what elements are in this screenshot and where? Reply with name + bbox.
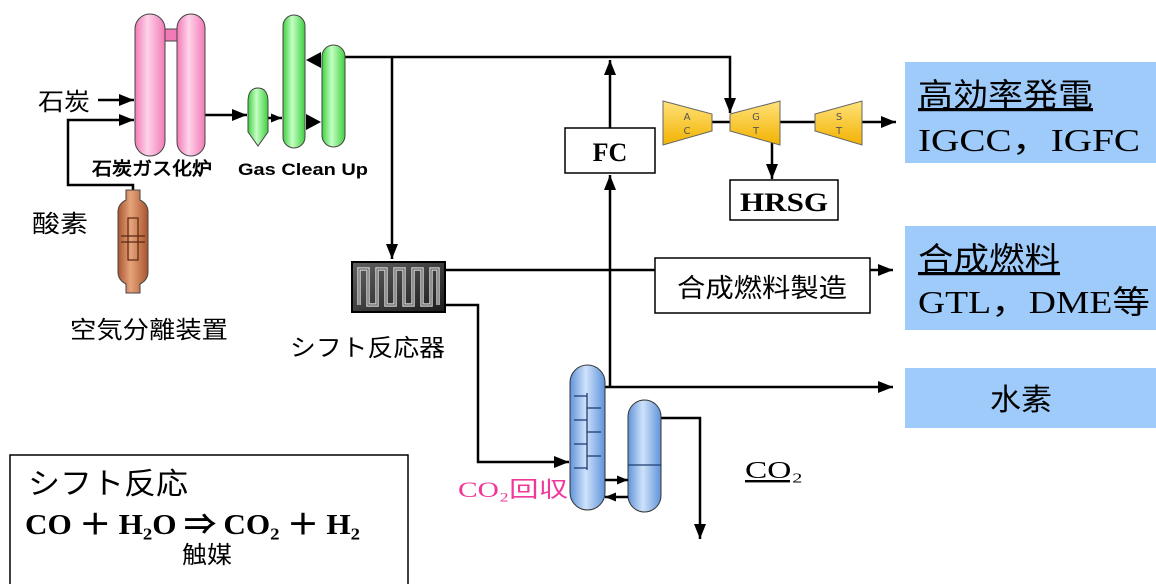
gas-clean-up — [247, 14, 346, 149]
flow-column-a-to-b-arrowhead — [306, 114, 321, 130]
hrsg-box — [729, 179, 839, 221]
shift-reactor-label: シフト反応器 — [290, 334, 445, 362]
hrsg-label: HRSG — [740, 188, 828, 217]
co2-absorber — [569, 364, 606, 511]
air-compressor: A C — [662, 100, 713, 146]
steam-turbine-letter-top: S — [836, 112, 842, 123]
shift-reaction-title: シフト反応 — [28, 467, 188, 502]
coal-label: 石炭 — [38, 88, 90, 116]
gas-cleanup-column-a — [282, 14, 306, 149]
flow-shift-to-co2-capture — [445, 303, 569, 468]
gas-turbine-body — [729, 100, 781, 146]
gas-turbine: G T — [729, 100, 781, 146]
flow-co2-out — [661, 416, 706, 539]
product-box-hydrogen — [905, 368, 1156, 428]
flow-column-b-to-a-arrowhead — [306, 52, 321, 68]
shift-reaction-equation: CO ＋ H₂O ⇒ CO₂ ＋ H₂ — [25, 510, 360, 541]
flow-syngas-main — [345, 55, 736, 113]
product-title-hydrogen: 水素 — [990, 383, 1052, 418]
shift-reaction-box: シフト反応 CO ＋ H₂O ⇒ CO₂ ＋ H₂ 触媒 — [9, 454, 409, 584]
steam-turbine: S T — [814, 100, 863, 146]
gas-clean-up-label: Gas Clean Up — [238, 160, 368, 179]
air-separation-label: 空気分離装置 — [70, 316, 228, 344]
synthetic-fuel-production-label: 合成燃料製造 — [677, 274, 847, 304]
fuel-cell-box — [564, 127, 656, 174]
gas-turbine-letter-bottom: T — [752, 126, 760, 137]
product-title-synthetic-fuel: 合成燃料 — [918, 240, 1060, 278]
air-compressor-letter-top: A — [684, 112, 691, 123]
gasifier-label: 石炭ガス化炉 — [91, 158, 212, 180]
steam-turbine-body — [814, 100, 863, 146]
fuel-cell-label: FC — [593, 138, 628, 167]
product-detail-synthetic-fuel: GTL，DME等 — [918, 284, 1150, 320]
gasifier-column-left — [134, 13, 166, 157]
product-hydrogen: 水素 — [905, 368, 1156, 428]
flow-oxygen-feed — [66, 114, 135, 190]
shift-reactor-coil-core — [358, 268, 439, 306]
gas-cleanup-vessel-small — [247, 87, 269, 147]
shift-reactor — [351, 261, 446, 313]
co2-regenerator — [627, 399, 662, 513]
air-separation-unit — [117, 189, 149, 294]
asu-inner-column — [127, 217, 139, 261]
co2-regenerator-column — [627, 399, 662, 513]
air-compressor-letter-bottom: C — [684, 126, 691, 137]
co2-product-label: CO₂ — [745, 458, 803, 484]
product-detail-power: IGCC，IGFC — [918, 122, 1140, 158]
product-box-power — [905, 62, 1156, 163]
product-power: 高効率発電 IGCC，IGFC — [905, 62, 1156, 163]
steam-turbine-letter-bottom: T — [835, 126, 843, 137]
oxygen-label: 酸素 — [32, 210, 88, 238]
gas-turbine-letter-top: G — [752, 112, 760, 123]
product-synthetic-fuel: 合成燃料 GTL，DME等 — [905, 226, 1156, 330]
gas-cleanup-column-b — [321, 44, 346, 148]
product-title-power: 高効率発電 — [918, 76, 1093, 114]
co2-capture-label: CO₂回収 — [458, 477, 568, 502]
gasifier-column-right — [176, 13, 206, 157]
air-compressor-body — [662, 100, 713, 146]
product-box-synthetic-fuel — [905, 226, 1156, 330]
coal-gasifier — [134, 13, 206, 157]
shift-reaction-box-border — [9, 454, 409, 584]
shift-reaction-catalyst: 触媒 — [182, 541, 232, 569]
synthetic-fuel-production-box — [654, 257, 871, 314]
